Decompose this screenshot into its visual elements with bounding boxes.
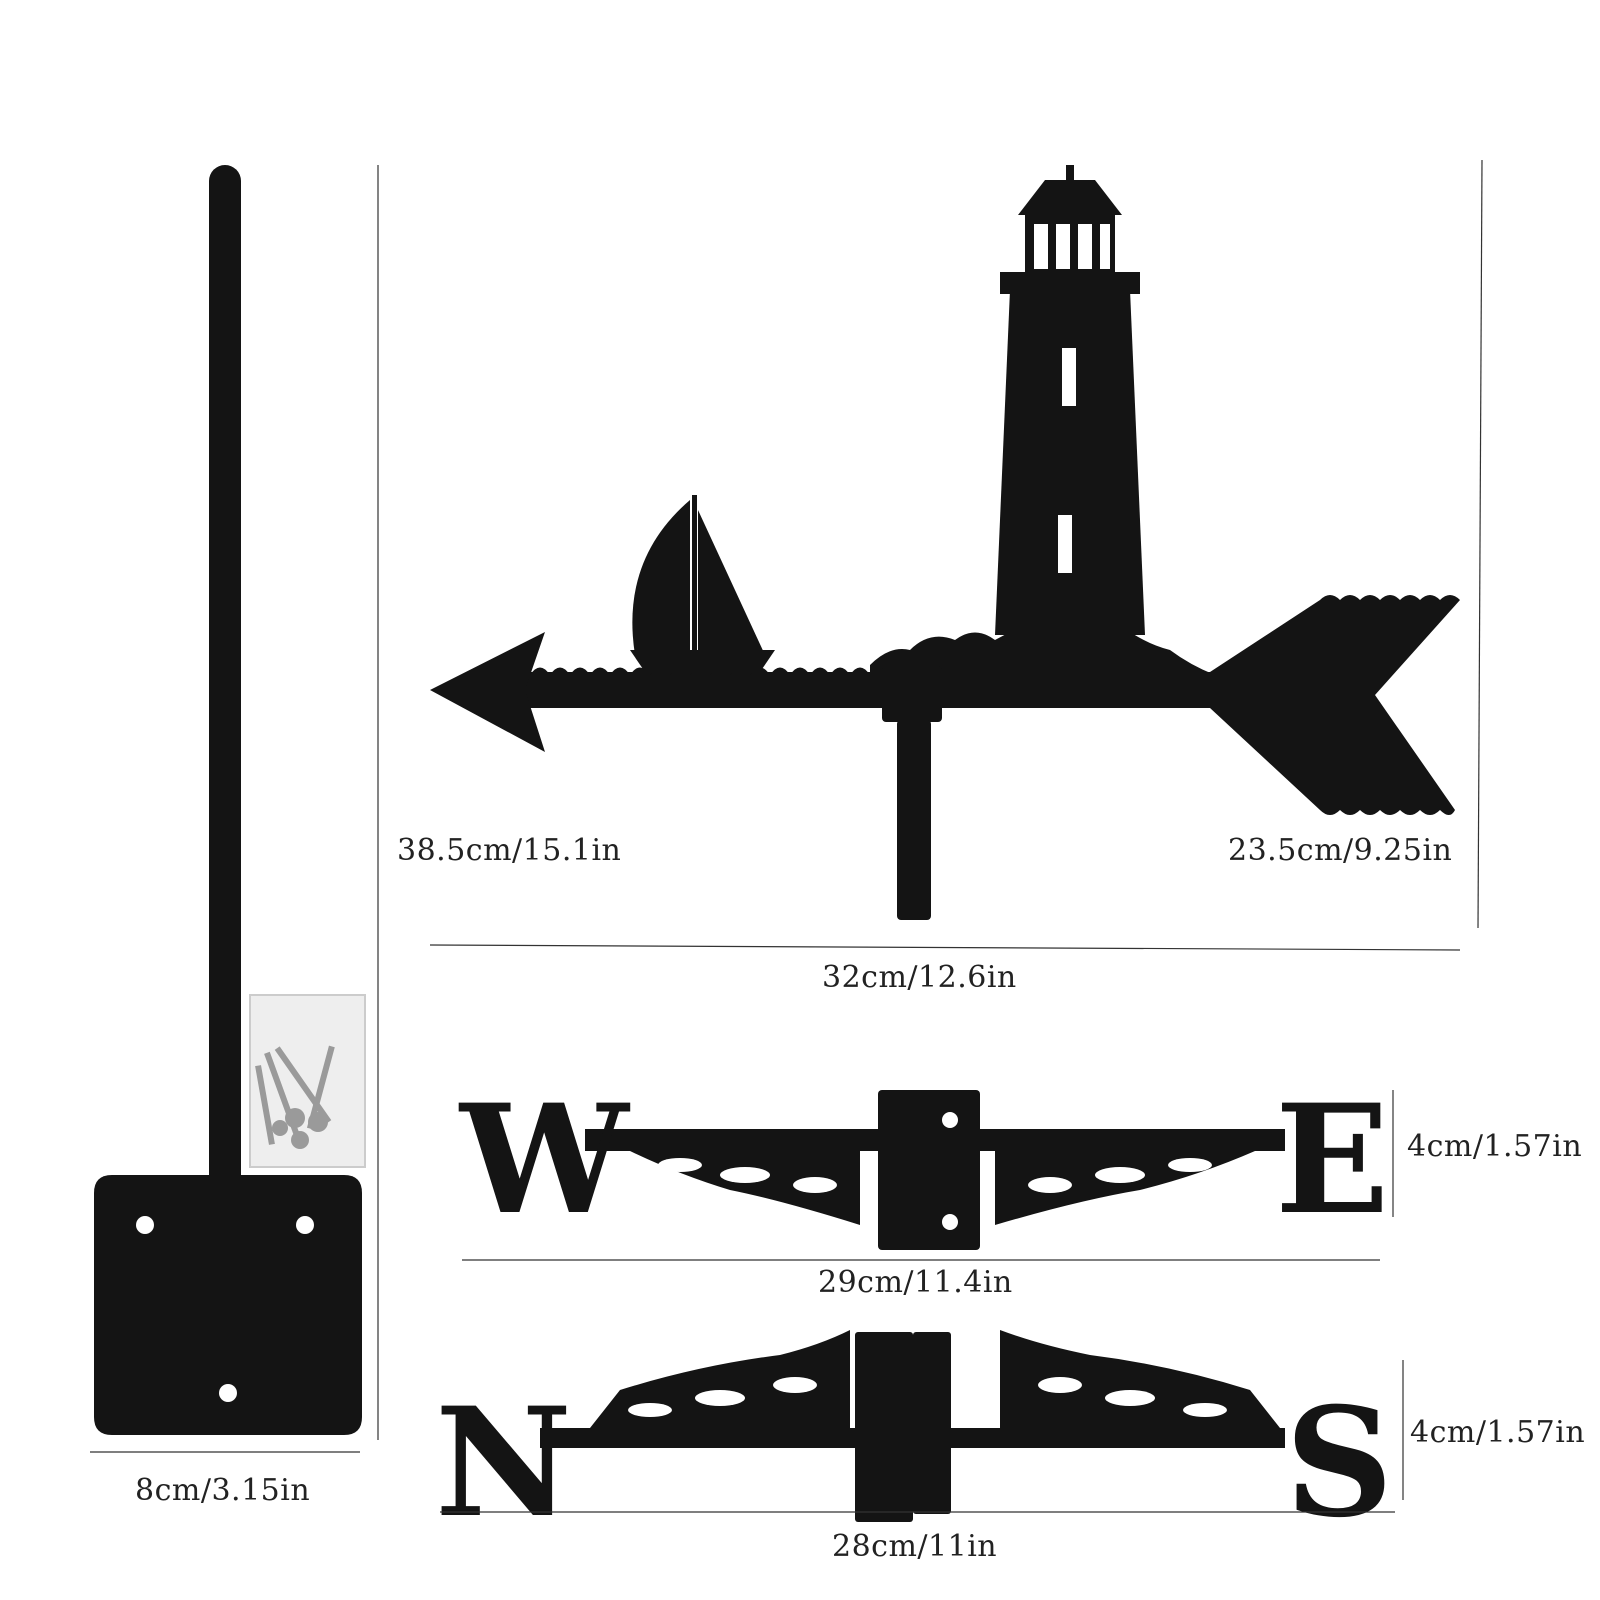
we-bar-height-label: 4cm/1.57in <box>1407 1129 1583 1164</box>
mounting-pole-assembly <box>94 165 362 1435</box>
scroll-ornament <box>590 1330 850 1428</box>
vane-height-left-label: 38.5cm/15.1in <box>397 833 622 868</box>
vane-post <box>897 720 931 920</box>
ns-direction-bar: N S <box>435 1330 1393 1551</box>
mounting-pole <box>209 165 241 1325</box>
vane-width-label: 32cm/12.6in <box>822 960 1017 995</box>
base-plate-hole <box>219 1384 237 1402</box>
tower-window <box>1058 515 1072 573</box>
sailboat <box>630 495 775 672</box>
letter-north: N <box>435 1375 572 1551</box>
we-bar-width-label: 29cm/11.4in <box>818 1265 1013 1300</box>
letter-east: E <box>1275 1072 1389 1248</box>
letter-west: W <box>458 1072 631 1248</box>
base-plate-hole <box>296 1216 314 1234</box>
screw-bag <box>249 994 366 1168</box>
scroll-ornament <box>1000 1330 1280 1428</box>
we-direction-bar: W E <box>458 1072 1389 1250</box>
arrow-head <box>430 632 545 752</box>
rocks <box>870 632 1215 708</box>
arrow-tail <box>1210 600 1460 810</box>
lighthouse-roof <box>1018 180 1122 215</box>
lighthouse-vane <box>430 165 1460 920</box>
dimension-line <box>1477 159 1483 929</box>
vane-height-right-label: 23.5cm/9.25in <box>1228 833 1453 868</box>
base-plate-hole <box>136 1216 154 1234</box>
vane-hub <box>882 666 942 722</box>
lighthouse-tower <box>995 290 1145 635</box>
tower-window <box>1062 348 1076 406</box>
ns-bar-width-label: 28cm/11in <box>832 1529 998 1564</box>
base-width-label: 8cm/3.15in <box>135 1473 311 1508</box>
dimension-line <box>429 944 1461 951</box>
dimension-lines <box>90 159 1483 1513</box>
letter-south: S <box>1285 1375 1393 1551</box>
center-plate <box>878 1090 980 1250</box>
ns-bar-height-label: 4cm/1.57in <box>1410 1415 1586 1450</box>
center-plate <box>855 1332 913 1522</box>
